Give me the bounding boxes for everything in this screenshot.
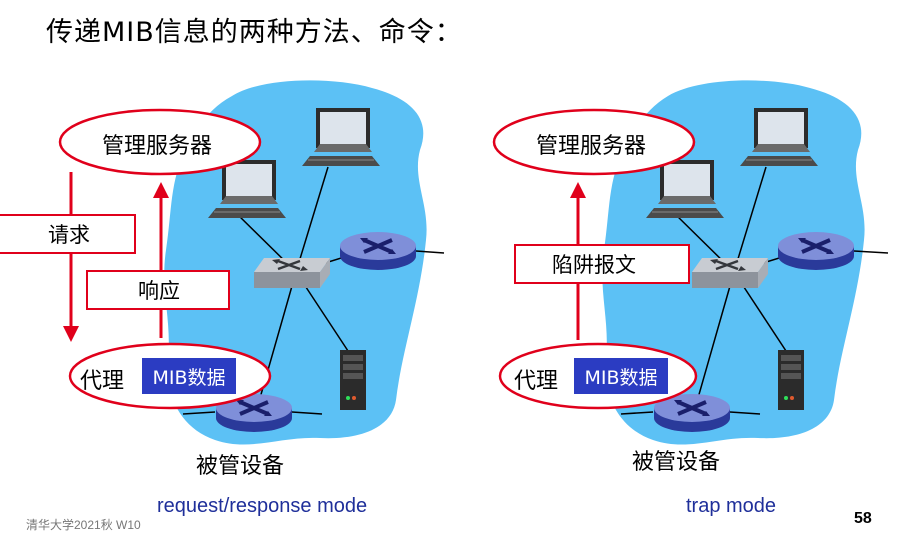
caption-right: trap mode bbox=[686, 495, 777, 517]
agent-label-right: 代理 bbox=[514, 369, 559, 394]
manager-label-left: 管理服务器 bbox=[102, 134, 213, 159]
footer-text: 清华大学2021秋 W10 bbox=[26, 518, 141, 532]
device-label-left: 被管设备 bbox=[196, 454, 285, 479]
server-icon bbox=[340, 350, 366, 410]
manager-ellipse-right bbox=[492, 108, 696, 176]
mib-label-right: MIB数据 bbox=[584, 366, 658, 389]
network-links-left bbox=[182, 166, 445, 415]
trap-box: 陷阱报文 bbox=[514, 244, 690, 284]
agent-label-left: 代理 bbox=[80, 369, 125, 394]
manager-ellipse-left bbox=[58, 108, 262, 176]
response-label: 响应 bbox=[138, 279, 180, 303]
mib-label-left: MIB数据 bbox=[152, 366, 226, 389]
mib-data-box-left: MIB数据 bbox=[142, 358, 236, 394]
mib-data-box-right: MIB数据 bbox=[574, 358, 668, 394]
switch-icon bbox=[252, 256, 332, 290]
router-icon bbox=[776, 230, 856, 272]
device-label-right: 被管设备 bbox=[632, 450, 721, 475]
switch-icon bbox=[690, 256, 770, 290]
trap-label: 陷阱报文 bbox=[552, 253, 636, 277]
page-title: 传递MIB信息的两种方法、命令： bbox=[46, 17, 463, 48]
router-icon bbox=[338, 230, 418, 272]
manager-label-right: 管理服务器 bbox=[536, 134, 647, 159]
caption-left: request/response mode bbox=[157, 495, 368, 517]
response-box: 响应 bbox=[86, 270, 230, 310]
request-box: 请求 bbox=[0, 214, 136, 254]
page-number: 58 bbox=[854, 510, 872, 527]
request-label: 请求 bbox=[48, 223, 90, 247]
server-icon bbox=[778, 350, 804, 410]
